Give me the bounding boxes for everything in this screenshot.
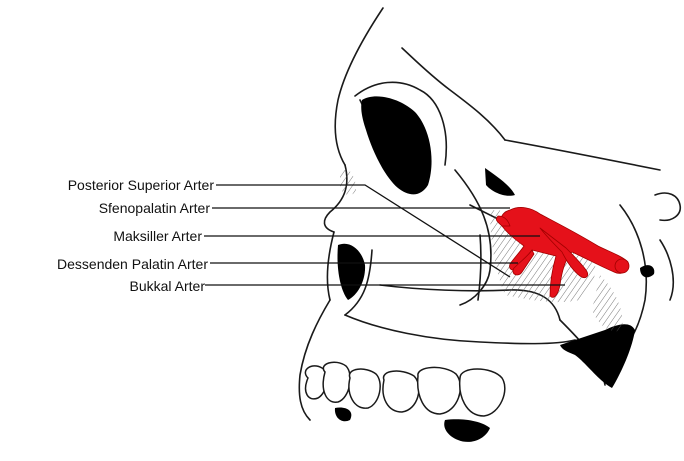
label-descending-palatine-artery: Dessenden Palatin Arter xyxy=(57,256,208,272)
label-maxillary-artery: Maksiller Arter xyxy=(113,228,202,244)
teeth xyxy=(305,362,504,416)
label-posterior-superior-artery: Posterior Superior Arter xyxy=(68,177,214,193)
label-buccal-artery: Bukkal Arter xyxy=(130,278,205,294)
label-sphenopalatine-artery: Sfenopalatin Arter xyxy=(99,200,210,216)
